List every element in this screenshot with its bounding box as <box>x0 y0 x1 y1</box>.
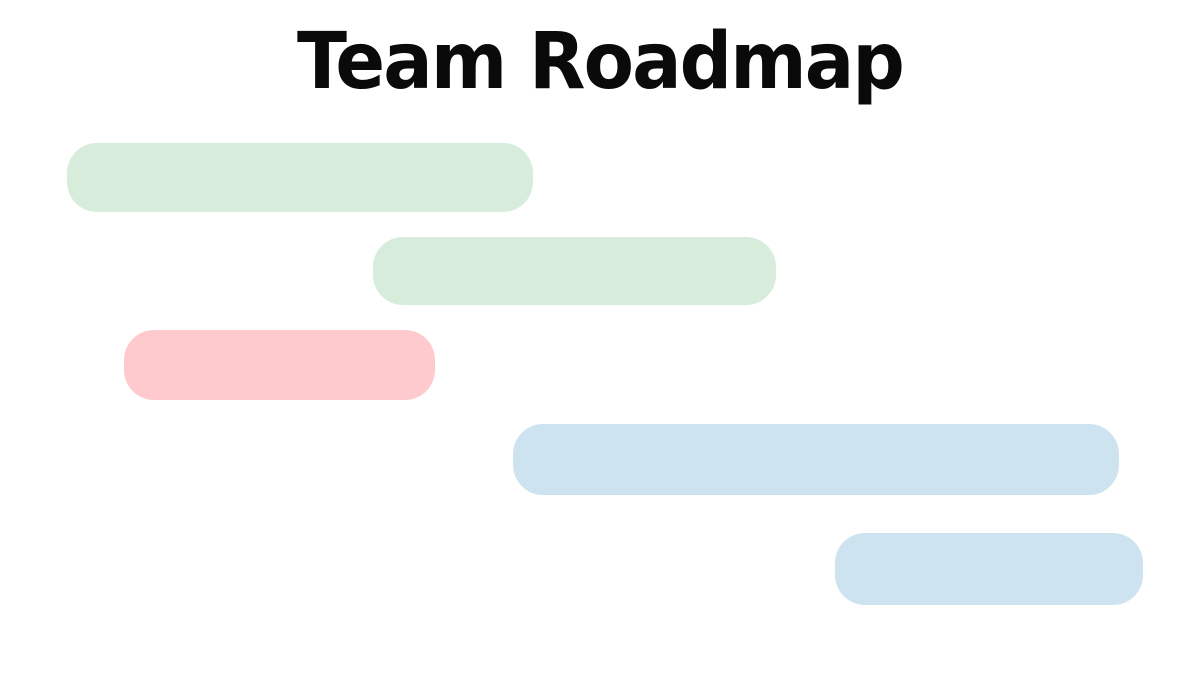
gantt-bar-row-2 <box>373 237 776 305</box>
gantt-bar-row-4 <box>513 424 1119 495</box>
page-title: Team Roadmap <box>296 17 905 107</box>
gantt-bar-row-1 <box>67 143 533 212</box>
gantt-bar-row-3 <box>124 330 435 400</box>
gantt-bar-row-5 <box>835 533 1143 605</box>
